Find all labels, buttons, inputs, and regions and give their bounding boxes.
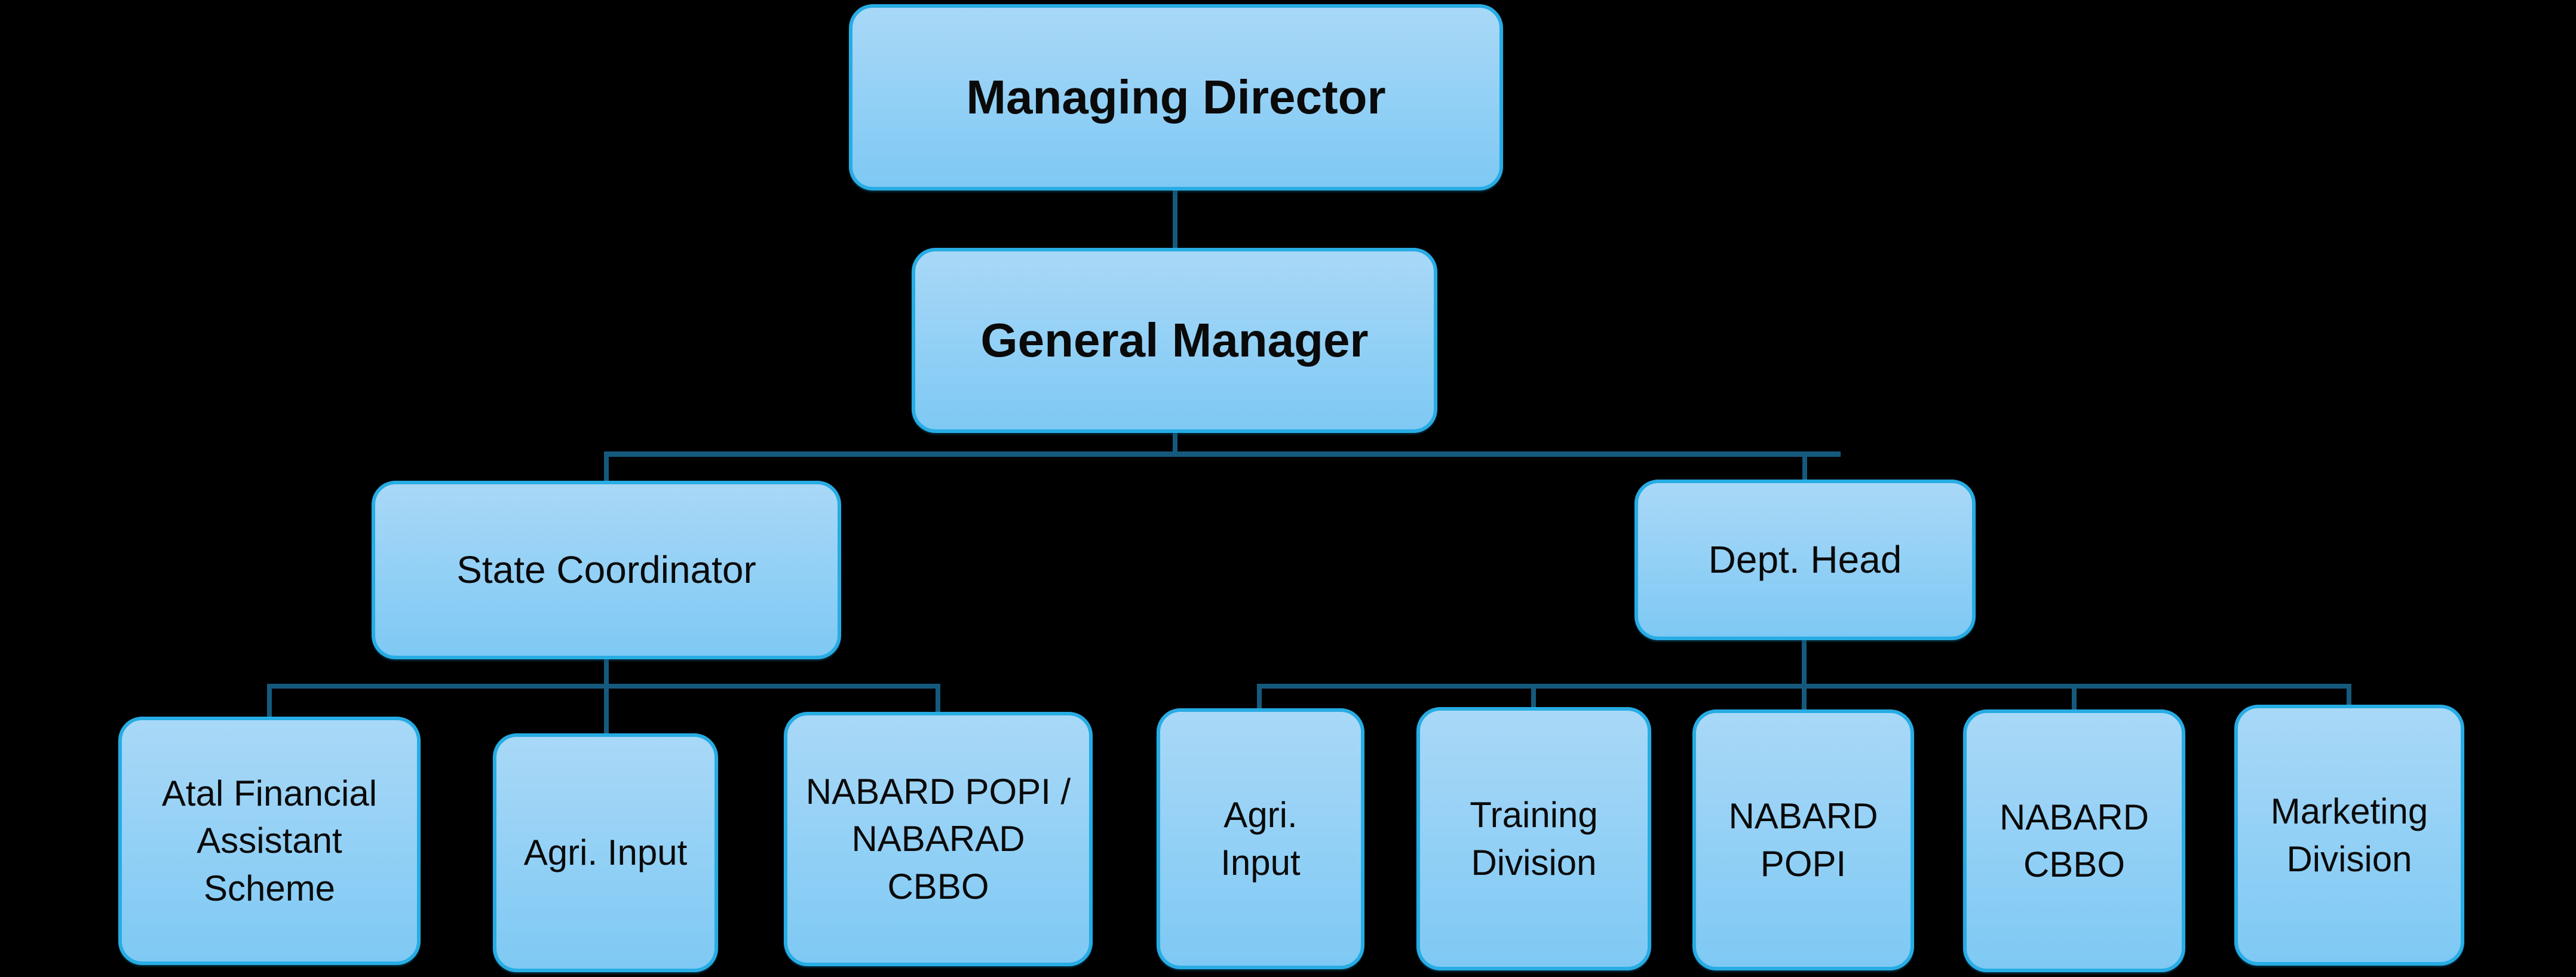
- org-node-label: Agri. Input: [523, 832, 688, 873]
- org-node-label: NABARD POPI: [1728, 796, 1878, 884]
- org-node-atal-financial-assistant-scheme: Atal Financial Assistant Scheme: [118, 717, 421, 965]
- org-node-label: NABARD POPI / NABARAD CBBO: [805, 772, 1071, 907]
- connector-drop-nabard-popi: [1802, 686, 1807, 712]
- connector-gm-stem: [1173, 430, 1177, 454]
- connector-gm-branch-bar: [604, 451, 1841, 457]
- connector-drop-atal-scheme: [267, 686, 272, 720]
- org-node-nabard-popi: NABARD POPI: [1692, 709, 1914, 970]
- connector-drop-agri-input-right: [1257, 686, 1262, 711]
- connector-state-coordinator-bar: [267, 684, 940, 689]
- org-node-nabard-cbbo: NABARD CBBO: [1963, 709, 2185, 972]
- connector-drop-dept-head: [1802, 454, 1807, 483]
- org-node-state-coordinator: State Coordinator: [372, 481, 841, 659]
- org-node-label: Dept. Head: [1708, 538, 1902, 582]
- org-node-marketing-division: Marketing Division: [2234, 705, 2464, 966]
- connector-drop-training-division: [1531, 686, 1536, 710]
- org-node-dept-head: Dept. Head: [1634, 480, 1976, 640]
- org-node-label: Managing Director: [966, 70, 1386, 124]
- org-node-label: Training Division: [1470, 795, 1598, 883]
- org-node-training-division: Training Division: [1416, 707, 1651, 970]
- connector-drop-nabard-cbbo: [2072, 686, 2077, 712]
- org-node-label: Agri. Input: [1220, 795, 1301, 883]
- org-node-agri-input-left: Agri. Input: [493, 733, 718, 972]
- connector-drop-nabard-popi-cbbo: [936, 686, 940, 715]
- connector-drop-agri-input-left: [604, 686, 609, 736]
- connector-state-coordinator-stem: [604, 657, 609, 686]
- connector-drop-marketing-division: [2347, 686, 2351, 708]
- org-node-agri-input-right: Agri. Input: [1157, 708, 1364, 969]
- org-node-managing-director: Managing Director: [849, 4, 1503, 191]
- connector-md-to-gm: [1173, 186, 1177, 253]
- org-node-label: General Manager: [980, 314, 1369, 367]
- org-node-label: Marketing Division: [2270, 791, 2428, 879]
- org-node-label: State Coordinator: [456, 548, 756, 592]
- connector-drop-state-coordinator: [604, 454, 609, 484]
- org-node-general-manager: General Manager: [912, 248, 1437, 433]
- org-node-label: NABARD CBBO: [1999, 797, 2149, 884]
- org-node-nabard-popi-nabarad-cbbo: NABARD POPI / NABARAD CBBO: [784, 712, 1093, 966]
- org-node-label: Atal Financial Assistant Scheme: [161, 773, 378, 908]
- connector-dept-head-stem: [1802, 638, 1807, 686]
